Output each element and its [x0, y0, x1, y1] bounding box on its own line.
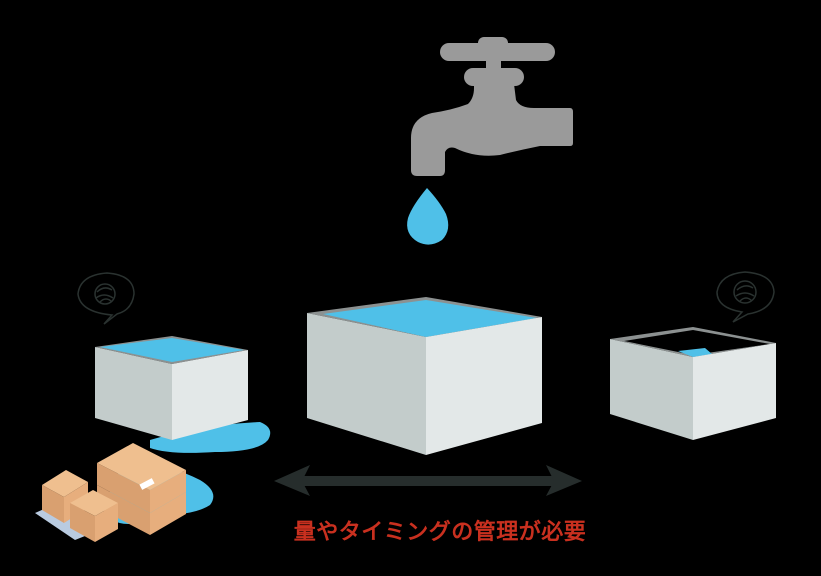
cardboard-boxes: [35, 443, 186, 542]
tank-overflowing: [95, 336, 248, 440]
confused-thought-bubble-left: [77, 272, 135, 325]
double-headed-arrow: [274, 465, 582, 496]
caption-text: 量やタイミングの管理が必要: [293, 520, 587, 545]
confused-thought-bubble-right: [716, 271, 775, 323]
tank-nearly-empty: [610, 327, 776, 440]
water-drop-icon: [407, 188, 449, 245]
tank-just-right: [307, 297, 542, 455]
faucet-icon: [411, 37, 573, 176]
